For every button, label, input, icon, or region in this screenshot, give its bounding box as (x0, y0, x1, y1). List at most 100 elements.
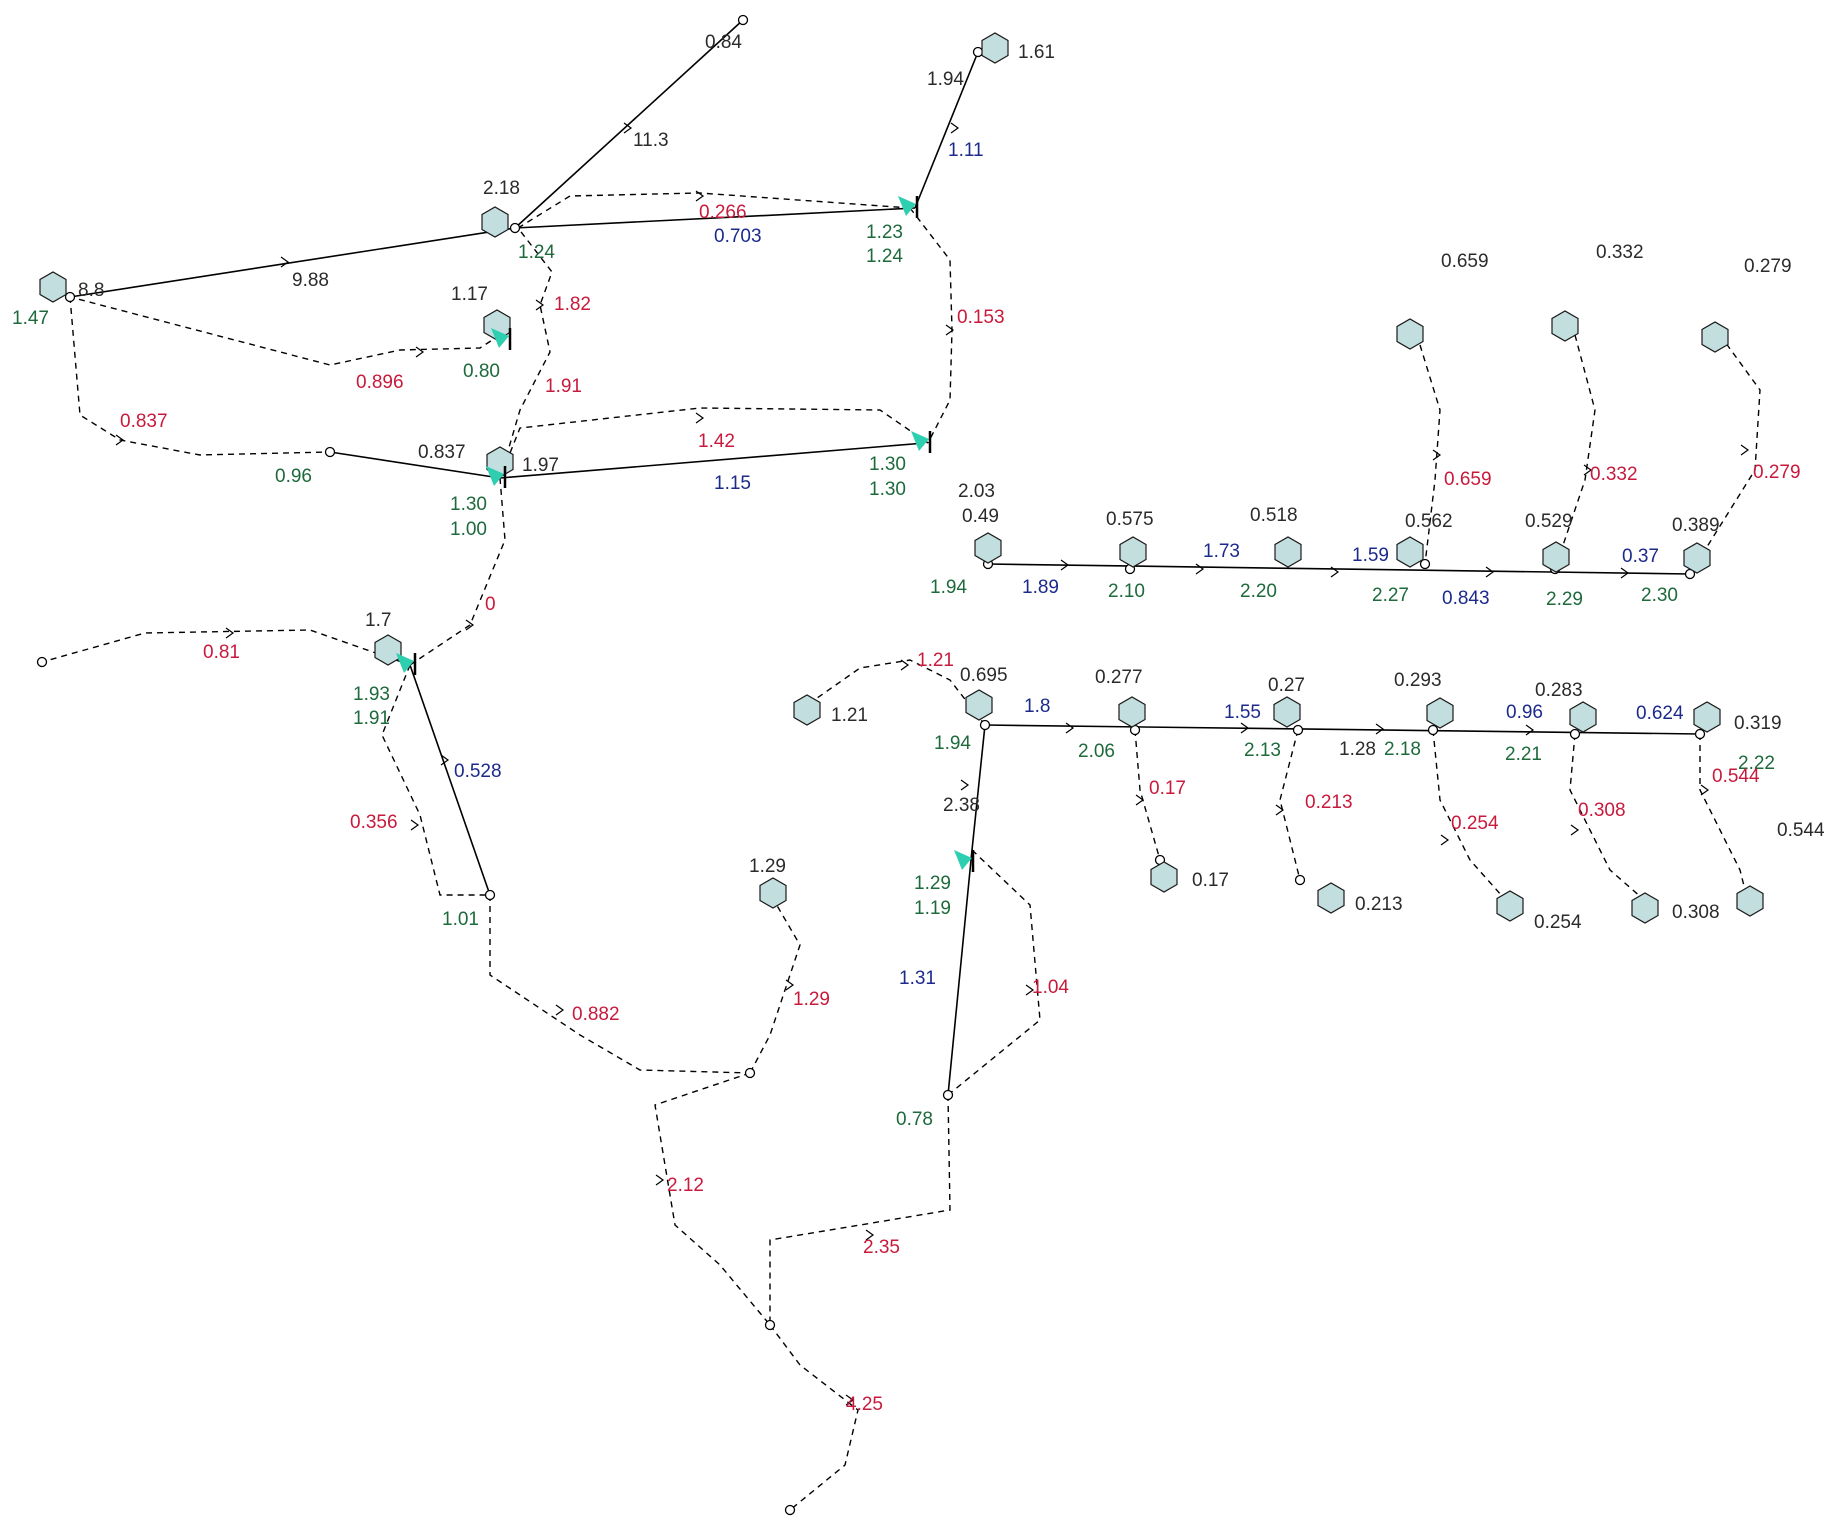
value-label: 1.21 (917, 650, 954, 671)
flow-arrow-icon (440, 754, 450, 766)
value-label: 2.12 (667, 1175, 704, 1196)
hexagon-node-icon (1396, 318, 1424, 350)
dashed-pipe (769, 1324, 859, 1511)
value-label: 0.562 (1405, 511, 1453, 532)
value-label: 0.528 (454, 761, 502, 782)
value-label: 0.17 (1192, 870, 1229, 891)
dashed-pipe (1554, 334, 1596, 570)
value-label: 0.279 (1753, 462, 1801, 483)
value-label: 0.293 (1394, 670, 1442, 691)
hexagon-node-icon (1317, 882, 1345, 914)
value-label: 0.837 (120, 411, 168, 432)
hexagon-node-icon (39, 271, 67, 303)
flow-arrow-icon (950, 122, 960, 134)
flow-arrow-icon (1700, 784, 1710, 796)
value-label: 1.19 (914, 898, 951, 919)
dashed-pipe (499, 407, 929, 479)
flow-arrow-icon (535, 299, 545, 311)
value-label: 1.04 (1032, 977, 1069, 998)
junction-circle-icon (737, 14, 749, 26)
valve-icon (954, 850, 972, 870)
value-label: 0.283 (1535, 680, 1583, 701)
junction-circle-icon (1427, 724, 1439, 736)
value-label: 2.27 (1372, 585, 1409, 606)
dashed-pipe (1419, 344, 1441, 565)
hexagon-node-icon (1118, 696, 1146, 728)
dashed-pipe (1699, 734, 1746, 891)
value-label: 0.78 (896, 1109, 933, 1130)
solid-pipe (514, 19, 744, 229)
value-label: 0.575 (1106, 509, 1154, 530)
junction-circle-icon (972, 46, 984, 58)
value-label: 1.23 (866, 222, 903, 243)
solid-pipe (984, 724, 1701, 735)
value-label: 1.55 (1224, 702, 1261, 723)
hexagon-node-icon (981, 32, 1009, 64)
junction-circle-icon (1292, 724, 1304, 736)
value-label: 0.37 (1622, 546, 1659, 567)
value-label: 1.15 (714, 473, 751, 494)
flow-arrow-icon (785, 979, 795, 991)
pipe-segments (41, 19, 1761, 1511)
value-label: 0.332 (1590, 464, 1638, 485)
value-label: 0.254 (1451, 813, 1499, 834)
hexagon-node-icon (1273, 696, 1301, 728)
value-label: 0.544 (1712, 766, 1760, 787)
dashed-pipe (69, 296, 331, 456)
value-label: 1.01 (442, 909, 479, 930)
hexagon-node-icon (1701, 321, 1729, 353)
value-label: 1.94 (930, 577, 967, 598)
value-label: 1.30 (869, 479, 906, 500)
junction-circle-icon (744, 1067, 756, 1079)
value-label: 0.332 (1596, 242, 1644, 263)
dashed-pipe (1279, 729, 1301, 881)
solid-pipe (69, 227, 516, 298)
flow-arrow-icon (845, 1394, 855, 1406)
dashed-pipe (499, 227, 553, 479)
junction-circle-icon (64, 291, 76, 303)
hexagon-node-icon (1693, 701, 1721, 733)
value-label: 0.882 (572, 1004, 620, 1025)
hexagon-node-icon (1426, 697, 1454, 729)
hexagon-node-icon (974, 532, 1002, 564)
value-label: 1.11 (948, 140, 984, 161)
value-label: 0.695 (960, 665, 1008, 686)
valve-icon (396, 653, 414, 673)
value-label: 0.84 (705, 32, 742, 53)
dashed-pipe (69, 296, 501, 366)
valve-icon (898, 196, 916, 216)
value-label: 1.61 (1018, 42, 1055, 63)
value-label: 2.21 (1505, 744, 1542, 765)
junction-circle-icon (324, 446, 336, 458)
value-label: 0.837 (418, 442, 466, 463)
solid-pipe (329, 451, 501, 479)
flow-arrow-icon (1330, 566, 1340, 578)
flow-arrow-icon (945, 324, 955, 336)
flow-arrow-icon (1275, 804, 1285, 816)
value-label: 2.22 (1738, 753, 1775, 774)
value-label: 2.18 (483, 178, 520, 199)
flow-arrow-icon (900, 659, 910, 671)
junction-circle-icon (784, 1504, 796, 1516)
value-label: 1.31 (899, 968, 936, 989)
dashed-pipe (769, 1094, 951, 1325)
flow-arrow-icon (655, 1174, 665, 1186)
value-label: 1.93 (353, 684, 390, 705)
solid-pipe (971, 724, 986, 851)
value-label: 2.29 (1546, 589, 1583, 610)
value-label: 0.254 (1534, 912, 1582, 933)
hexagon-node-icon (1542, 541, 1570, 573)
value-label: 1.17 (451, 284, 488, 305)
valve-icon (491, 328, 509, 348)
value-label: 1.91 (353, 708, 390, 729)
value-label: 2.18 (1384, 739, 1421, 760)
dashed-pipe (1134, 729, 1161, 861)
value-label: 1.7 (365, 610, 391, 631)
flow-arrow-icon (410, 819, 420, 831)
value-label: 11.3 (633, 130, 669, 151)
value-label: 0.81 (203, 642, 240, 663)
dashed-pipe (749, 896, 801, 1074)
value-label: 2.03 (958, 481, 995, 502)
value-label: 0.279 (1744, 256, 1792, 277)
flow-arrow-icon (1583, 464, 1593, 476)
